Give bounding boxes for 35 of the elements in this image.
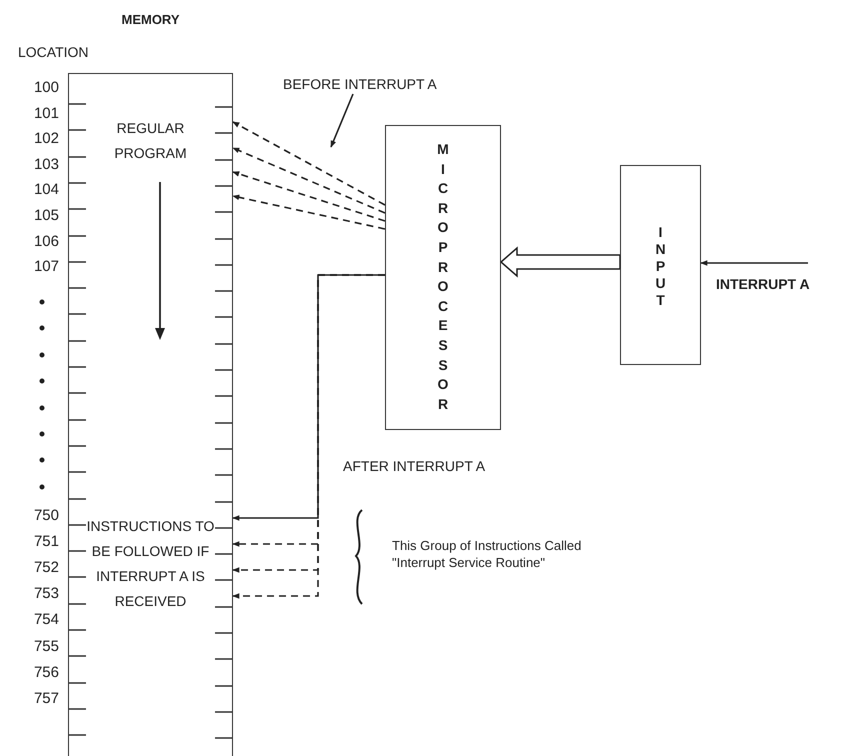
location-number: 750 [32,507,59,524]
memory-region-text: REGULAR PROGRAM [113,119,188,163]
microprocessor-box [385,125,501,430]
location-number: 754 [32,611,59,628]
edge-label: INTERRUPT A [716,276,810,292]
location-number: 103 [32,156,59,173]
leader-line [330,94,354,148]
arrow [232,147,386,214]
location-number: 101 [32,104,59,122]
location-number: 751 [32,533,59,550]
vertical-label: MICROPROCESSOR [436,140,450,414]
location-number: 104 [32,181,59,198]
location-number: 102 [32,130,59,148]
arrow [232,194,386,230]
location-number: 100 [32,79,59,96]
annotation-text: BEFORE INTERRUPT A [283,76,483,94]
arrow [232,171,386,222]
memory-region-text: INSTRUCTIONS TO BE FOLLOWED IF INTERRUPT A IS RECEIVED [86,517,214,611]
arrow [500,246,621,278]
note-text: This Group of Instructions Called "Interrupt Service Routine" [392,537,582,571]
column-heading: LOCATION [18,44,89,60]
input-box [620,165,701,365]
vertical-label: INPUT [654,224,667,309]
annotation-text: AFTER INTERRUPT A [343,458,486,474]
location-number: 106 [32,232,59,250]
location-number: 755 [32,638,59,654]
location-number: 752 [32,559,59,576]
location-number: 107 [32,258,59,276]
location-number: 757 [32,690,59,707]
location-number: 756 [32,664,59,681]
arrow [700,260,808,266]
arrow [232,121,386,206]
column-heading: MEMORY [121,12,180,27]
location-number: 105 [32,207,59,224]
location-number: 753 [32,585,59,602]
